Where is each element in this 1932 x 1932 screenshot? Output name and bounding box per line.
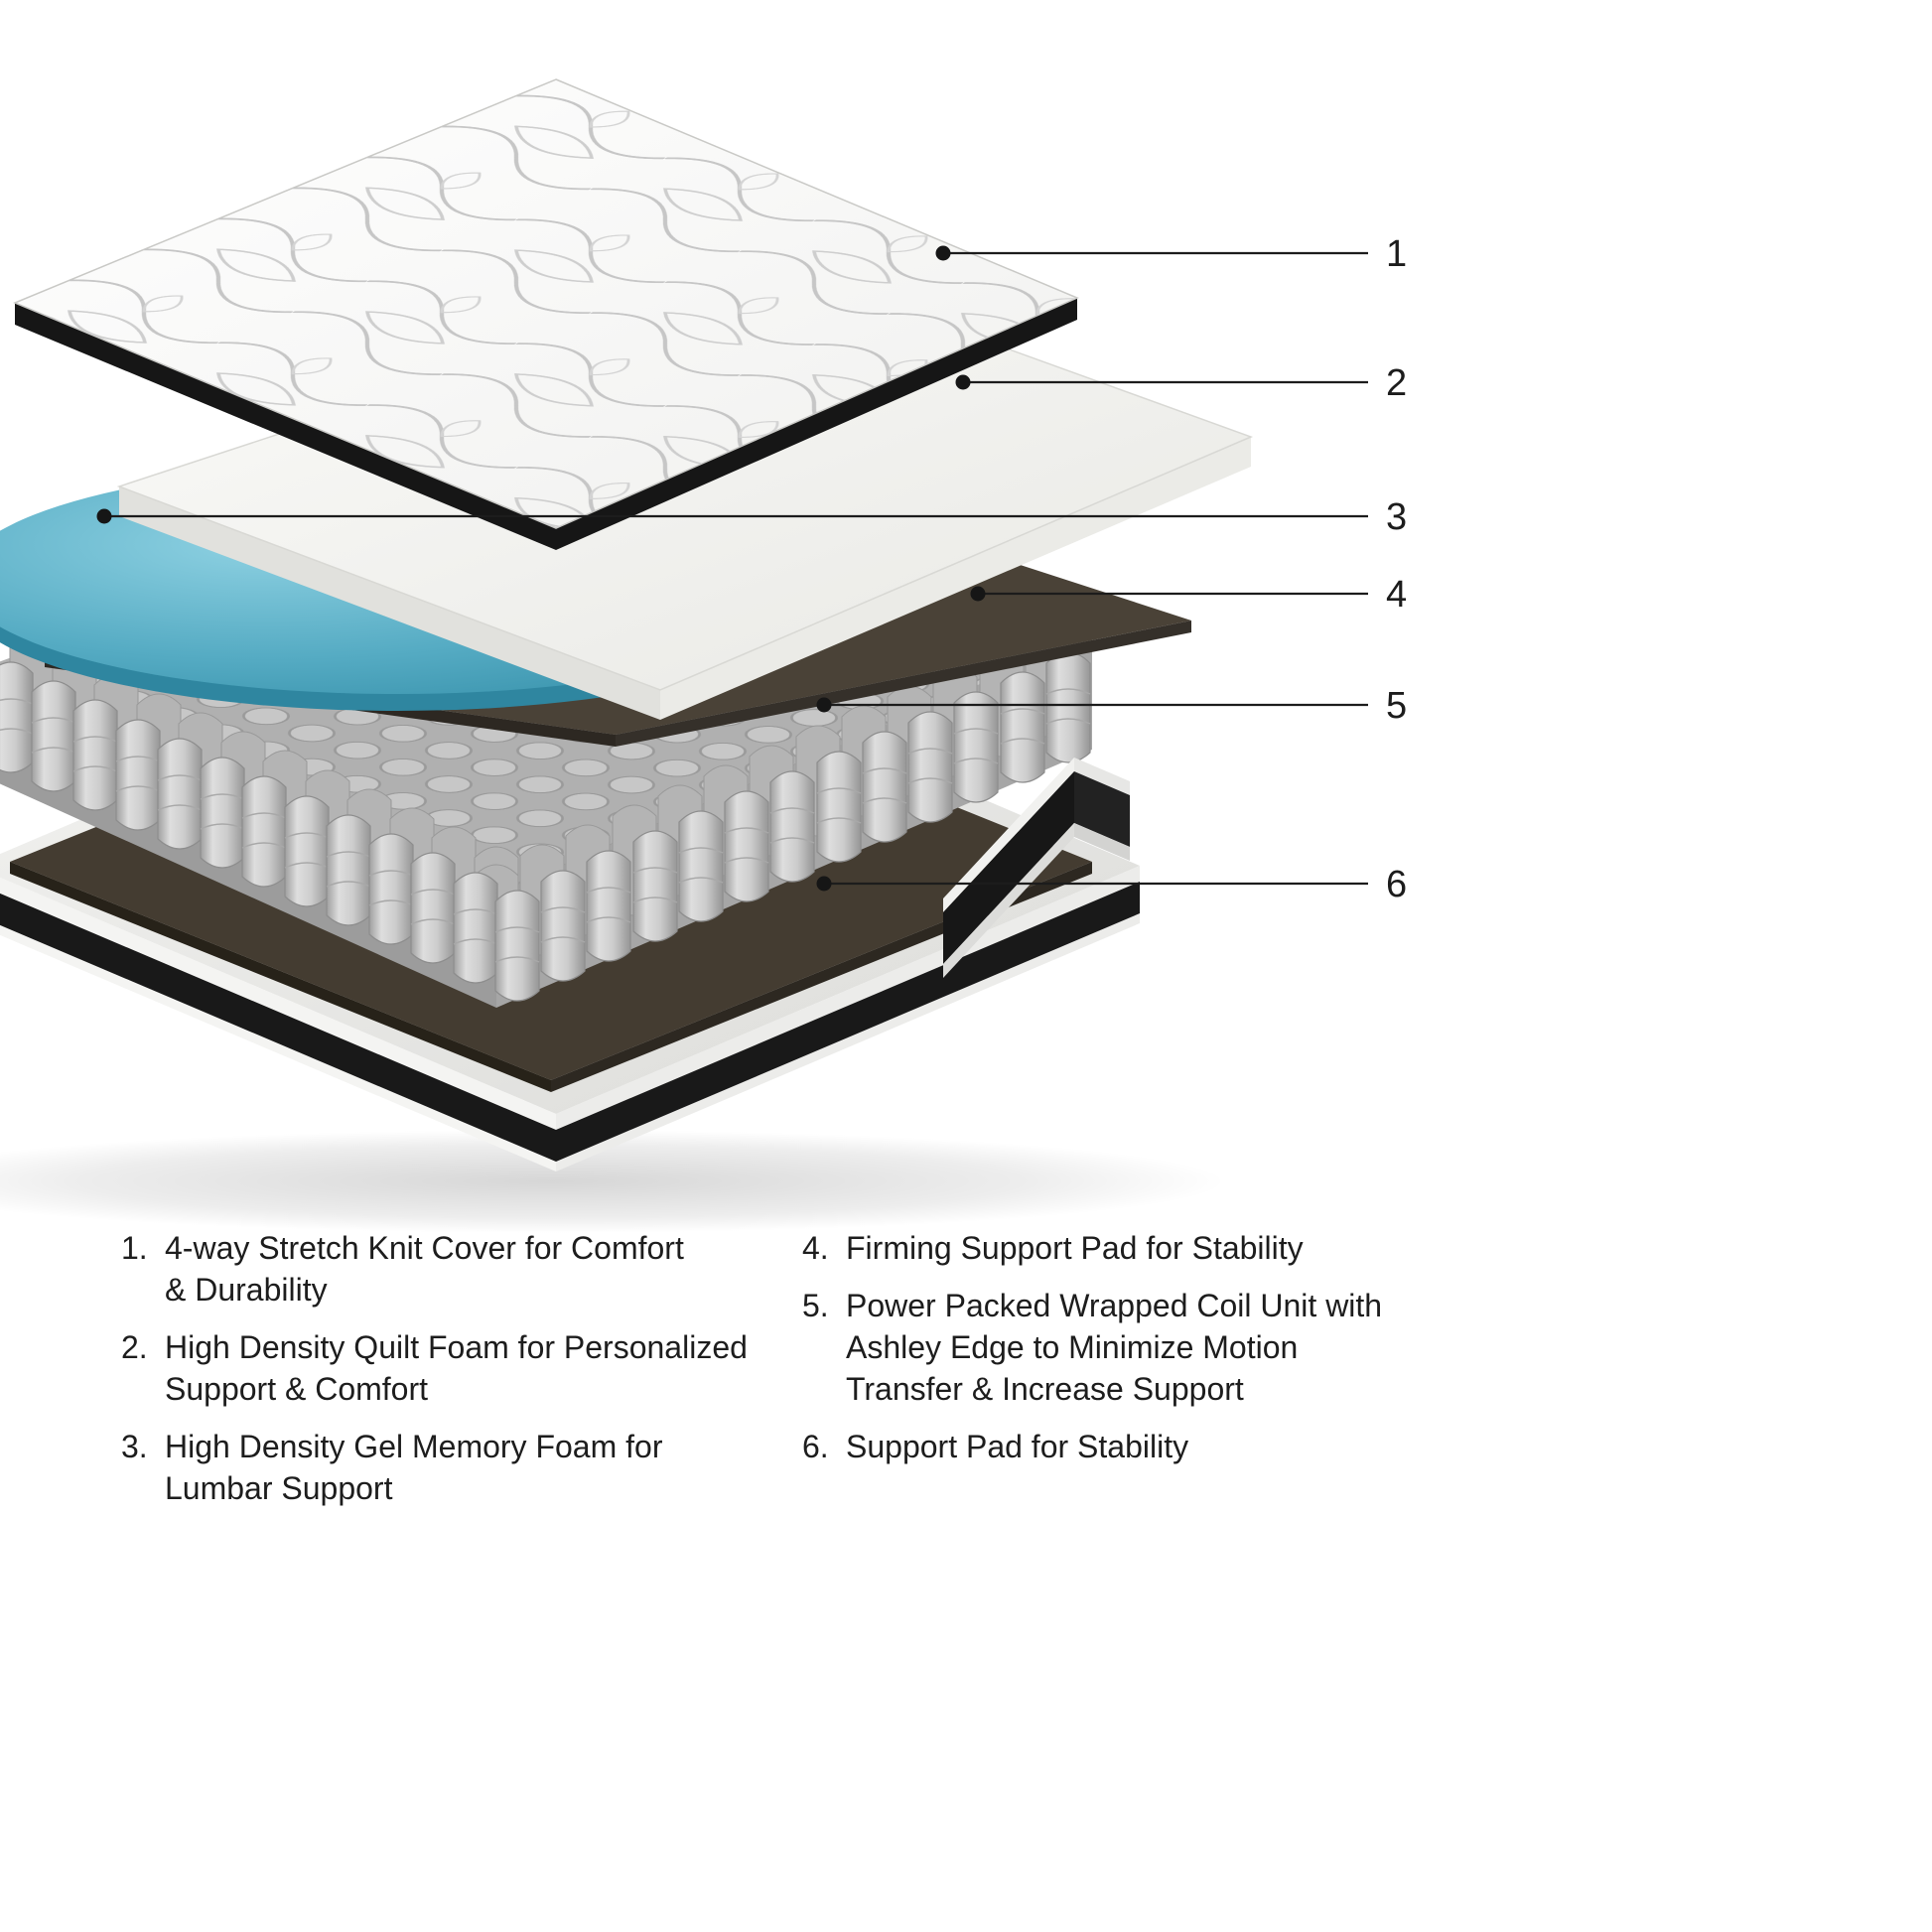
legend-item-number: 6. <box>802 1429 829 1464</box>
legend-item-text: 4-way Stretch Knit Cover for Comfort & D… <box>165 1230 684 1308</box>
legend-item-2: 2. High Density Quilt Foam for Personali… <box>121 1326 802 1410</box>
corner-edge-rim-top-left <box>943 758 1074 912</box>
callout-2: 2 <box>955 362 1407 404</box>
base-band-right <box>556 882 1140 1162</box>
mattress-corner-edge <box>943 758 1130 978</box>
knit-cover-tape-right <box>556 298 1077 550</box>
callout-number: 6 <box>1386 864 1407 905</box>
quilt-foam-side-left <box>119 486 660 720</box>
callout-dot <box>816 876 832 892</box>
callout-6: 6 <box>816 864 1407 905</box>
legend-column-left: 1. 4-way Stretch Knit Cover for Comfort … <box>121 1227 802 1525</box>
callout-number: 3 <box>1386 496 1407 538</box>
corner-edge-band-right <box>1074 771 1130 847</box>
legend-item-5: 5. Power Packed Wrapped Coil Unit with A… <box>802 1285 1418 1410</box>
callout-number: 5 <box>1386 685 1407 727</box>
base-band-left <box>0 893 556 1162</box>
corner-edge-rim-bottom-right <box>1074 823 1130 861</box>
callout-dot <box>935 245 951 261</box>
callout-5: 5 <box>816 685 1407 727</box>
callout-4: 4 <box>970 574 1407 616</box>
legend-item-6: 6. Support Pad for Stability <box>802 1426 1418 1467</box>
callout-number: 4 <box>1386 574 1407 616</box>
legend-item-number: 5. <box>802 1288 829 1323</box>
legend-item-3: 3. High Density Gel Memory Foam for Lumb… <box>121 1426 802 1509</box>
corner-edge-band-left <box>943 771 1074 964</box>
knit-cover-quilt-pattern <box>15 79 1077 528</box>
floor-shadow <box>0 1130 1226 1233</box>
support-pad-top-edge-right <box>616 621 1191 747</box>
callouts: 1 2 3 4 5 6 <box>96 233 1407 905</box>
callout-number: 1 <box>1386 233 1407 275</box>
callout-1: 1 <box>935 233 1407 275</box>
legend-item-text: Firming Support Pad for Stability <box>846 1230 1304 1266</box>
legend-item-text: High Density Quilt Foam for Personalized… <box>165 1329 748 1407</box>
legend-item-text: Power Packed Wrapped Coil Unit with Ashl… <box>846 1288 1383 1407</box>
legend-item-1: 1. 4-way Stretch Knit Cover for Comfort … <box>121 1227 802 1311</box>
legend-item-number: 4. <box>802 1230 829 1266</box>
legend-item-4: 4. Firming Support Pad for Stability <box>802 1227 1418 1269</box>
legend-item-text: High Density Gel Memory Foam for Lumbar … <box>165 1429 663 1506</box>
callout-dot <box>955 374 971 390</box>
quilt-foam-side-right <box>660 437 1251 720</box>
legend-item-number: 1. <box>121 1230 148 1266</box>
callout-dot <box>96 508 112 524</box>
callout-dot <box>970 586 986 602</box>
legend: 1. 4-way Stretch Knit Cover for Comfort … <box>121 1227 1418 1525</box>
legend-item-text: Support Pad for Stability <box>846 1429 1189 1464</box>
support-pad-bottom-edge-left <box>10 862 551 1092</box>
knit-cover-tape-left <box>15 303 556 550</box>
legend-item-number: 3. <box>121 1429 148 1464</box>
callout-dot <box>816 697 832 713</box>
legend-column-right: 4. Firming Support Pad for Stability 5. … <box>802 1227 1418 1525</box>
callout-number: 2 <box>1386 362 1407 404</box>
layer-stretch-knit-cover <box>13 78 1079 550</box>
corner-edge-rim-top-right <box>1074 758 1130 795</box>
legend-item-number: 2. <box>121 1329 148 1365</box>
callout-3: 3 <box>96 496 1407 538</box>
corner-edge-rim-bottom-left <box>943 823 1074 978</box>
